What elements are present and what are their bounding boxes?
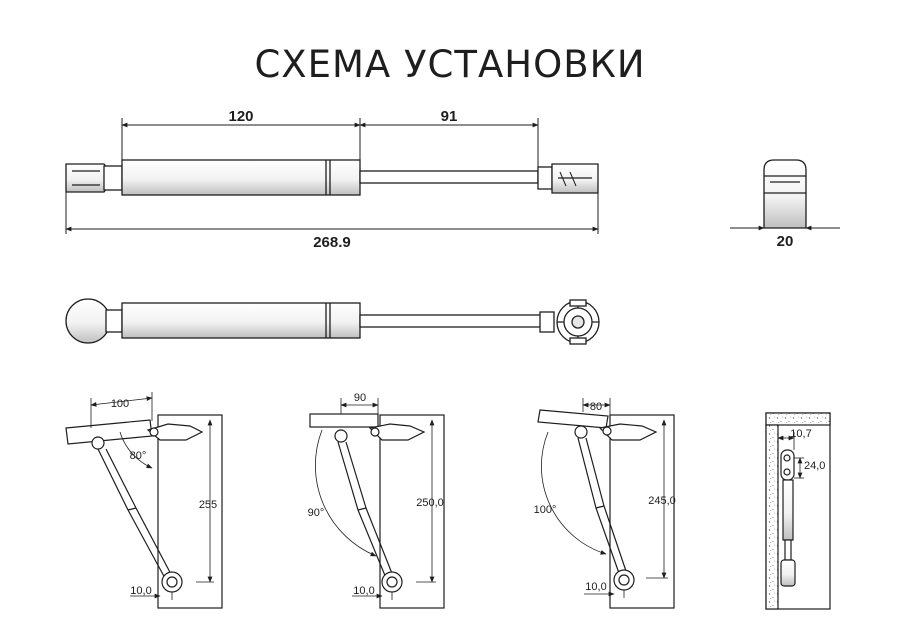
installation-90 <box>309 413 445 609</box>
dimension-lines-top <box>65 118 599 234</box>
wall-mount-dims <box>777 432 804 479</box>
gas-spring-end-view <box>763 159 807 229</box>
dim-total-length: 268.9 <box>313 234 351 251</box>
dim-body-length: 120 <box>228 108 253 125</box>
dim-rod-length: 91 <box>441 108 458 125</box>
install-80-offset: 100 <box>111 398 129 410</box>
install-90-offset: 90 <box>354 392 366 404</box>
installation-80-dims <box>90 392 214 600</box>
install-100-offset: 80 <box>590 401 602 413</box>
install-90-angle: 90° <box>308 507 325 519</box>
dim-end-width: 20 <box>777 233 794 250</box>
gas-spring-side-view <box>65 159 599 196</box>
installation-100-dims <box>541 398 668 598</box>
installation-80 <box>65 414 223 609</box>
wall-mount-vertical: 24,0 <box>804 460 825 472</box>
install-80-angle: 80° <box>130 450 147 462</box>
install-80-bottom: 10,0 <box>130 585 151 597</box>
install-90-bottom: 10,0 <box>353 585 374 597</box>
installation-90-dims <box>315 398 436 600</box>
page-title: СХЕМА УСТАНОВКИ <box>254 42 646 86</box>
install-100-height: 245,0 <box>648 495 676 507</box>
wall-mount-horizontal: 10,7 <box>790 428 811 440</box>
wall-mount-view <box>765 412 831 610</box>
install-100-bottom: 10,0 <box>585 581 606 593</box>
install-90-height: 250,0 <box>416 497 444 509</box>
gas-spring-top-view <box>65 298 600 345</box>
install-80-height: 255 <box>199 499 217 511</box>
install-100-angle: 100° <box>534 504 557 516</box>
